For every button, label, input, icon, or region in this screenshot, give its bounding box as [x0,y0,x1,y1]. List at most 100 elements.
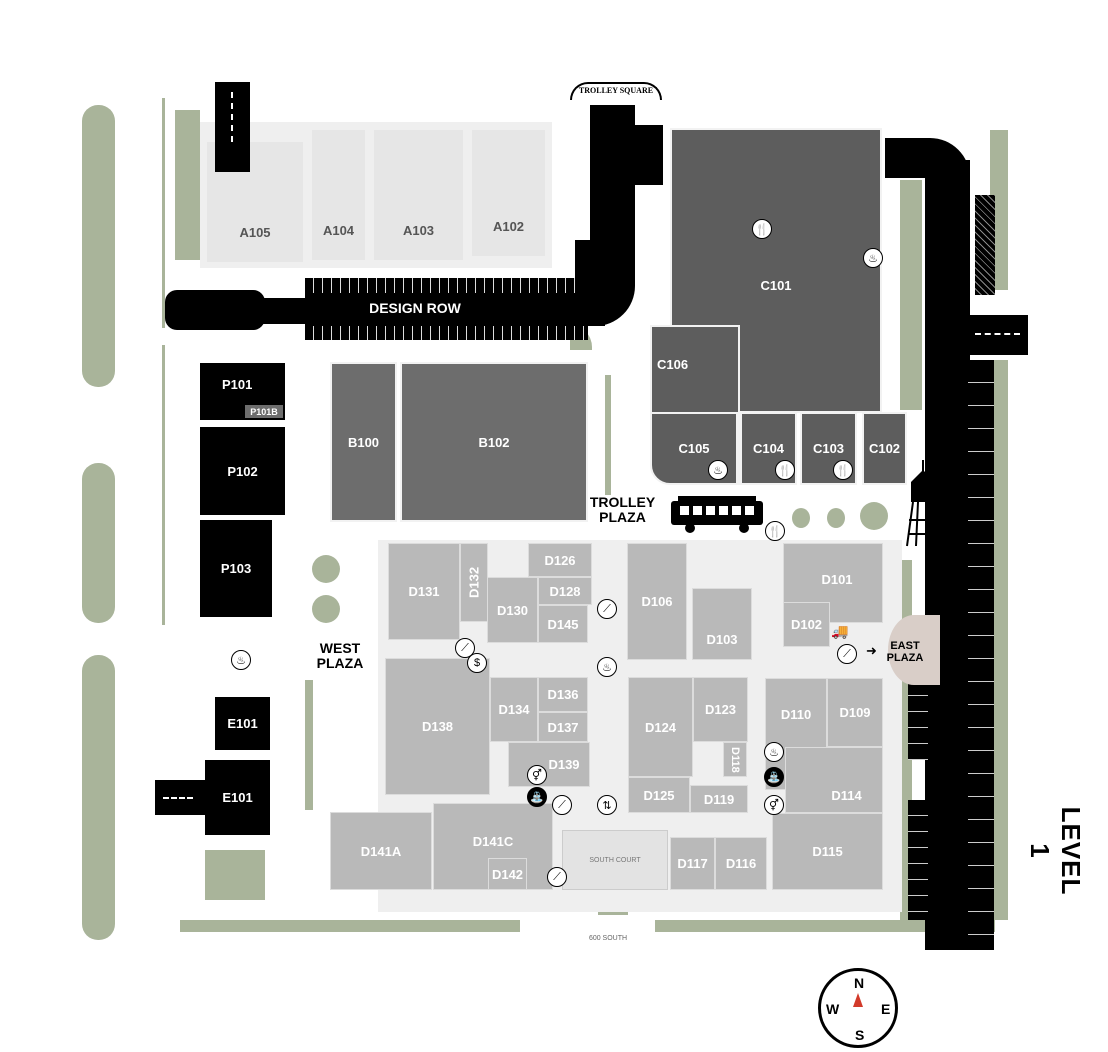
green-strip [305,680,313,810]
unit-d117[interactable]: D117 [670,837,715,890]
unit-d132[interactable]: D132 [460,543,488,622]
unit-c102[interactable]: C102 [862,412,907,485]
trolley-plaza-label: TROLLEY PLAZA [589,494,656,525]
elevator-icon[interactable]: ⇅ [597,795,617,815]
unit-a102[interactable]: A102 [470,128,547,258]
unit-d102[interactable]: D102 [783,602,830,647]
unit-p102[interactable]: P102 [200,427,285,515]
street-label: 600 SOUTH [588,935,628,942]
compass-needle-icon [853,993,863,1007]
unit-d109[interactable]: D109 [827,678,883,747]
escalator-icon[interactable]: ⟋ [455,638,475,658]
restaurant-group-icon[interactable]: ♨ [708,460,728,480]
water-tower-icon [906,460,940,547]
restaurant-group-icon[interactable]: ♨ [231,650,251,670]
tree [860,502,888,530]
unit-e101-lower[interactable]: E101 [205,760,270,835]
restaurant-icon[interactable]: 🍴 [833,460,853,480]
tree [792,508,810,528]
compass-north: N [854,975,865,991]
unit-d125[interactable]: D125 [628,777,690,813]
hatched-area [975,195,995,295]
unit-d136[interactable]: D136 [538,677,588,712]
unit-p103[interactable]: P103 [200,520,272,617]
tree [827,508,845,528]
unit-d130[interactable]: D130 [487,577,538,643]
green-strip [205,850,265,900]
unit-p101b[interactable]: P101B [245,405,283,418]
drinking-fountain-icon[interactable]: ⛲ [764,767,784,787]
unit-d116[interactable]: D116 [715,837,767,890]
green-strip [82,105,115,387]
green-strip [990,360,1008,920]
unit-d137[interactable]: D137 [538,712,588,742]
tree [312,595,340,623]
unit-a103[interactable]: A103 [372,128,465,262]
unit-d119[interactable]: D119 [690,785,748,813]
escalator-icon[interactable]: ⟋ [837,644,857,664]
compass-west: W [826,1001,840,1017]
escalator-icon[interactable]: ⟋ [547,867,567,887]
unit-d139[interactable]: D139 [508,742,590,787]
restroom-icon[interactable]: ⚥ [764,795,784,815]
atm-icon[interactable]: $ [467,653,487,673]
restaurant-group-icon[interactable]: ♨ [863,248,883,268]
tree [312,555,340,583]
unit-a104[interactable]: A104 [310,128,367,262]
road [260,298,310,324]
food-truck-icon: 🚚 [831,623,849,639]
restaurant-icon[interactable]: 🍴 [775,460,795,480]
restaurant-icon[interactable]: 🍴 [765,521,785,541]
unit-c103[interactable]: C103 [800,412,857,485]
east-plaza [888,615,940,685]
compass-east: E [881,1001,891,1017]
road [925,160,970,950]
unit-d106[interactable]: D106 [627,543,687,660]
unit-d142[interactable]: D142 [488,858,527,890]
parking-row [908,680,928,760]
green-strip [180,920,520,932]
green-strip [162,345,165,625]
unit-d141a[interactable]: D141A [330,812,432,890]
south-court[interactable]: SOUTH COURT [562,830,668,890]
green-strip [900,180,922,410]
unit-d118[interactable]: D118 [723,742,747,777]
restaurant-group-icon[interactable]: ♨ [597,657,617,677]
escalator-icon[interactable]: ⟋ [597,599,617,619]
compass-south: S [855,1027,865,1043]
unit-b102[interactable]: B102 [400,362,588,522]
unit-d141c[interactable]: D141C [433,803,553,890]
parking-row [968,360,994,950]
green-strip [162,98,165,328]
unit-d123[interactable]: D123 [693,677,748,742]
compass: N E S W [818,968,898,1048]
parking-row [908,800,928,920]
unit-d138[interactable]: D138 [385,658,490,795]
road-bridge [940,315,1028,355]
road [590,105,635,255]
unit-d124[interactable]: D124 [628,677,693,777]
unit-d126[interactable]: D126 [528,543,592,577]
unit-label: C101 [760,278,792,293]
escalator-icon[interactable]: ⟋ [552,795,572,815]
unit-d131[interactable]: D131 [388,543,460,640]
restaurant-icon[interactable]: 🍴 [752,219,772,239]
east-plaza-label: EAST PLAZA [886,640,924,664]
restaurant-group-icon[interactable]: ♨ [764,742,784,762]
unit-d103[interactable]: D103 [692,588,752,660]
lane-marking [163,797,193,799]
design-row-road [305,293,605,326]
drinking-fountain-icon[interactable]: ⛲ [527,787,547,807]
restroom-icon[interactable]: ⚥ [527,765,547,785]
green-strip [655,920,995,932]
unit-e101-upper[interactable]: E101 [215,697,270,750]
unit-d114[interactable]: D114 [785,747,883,813]
unit-d134[interactable]: D134 [490,677,538,742]
unit-d115[interactable]: D115 [772,813,883,890]
unit-d145[interactable]: D145 [538,605,588,643]
unit-d128[interactable]: D128 [538,577,592,605]
trolley-square-logo: TROLLEY SQUARE [570,82,662,100]
level-label: LEVEL 1 [1025,806,1086,896]
unit-b100[interactable]: B100 [330,362,397,522]
